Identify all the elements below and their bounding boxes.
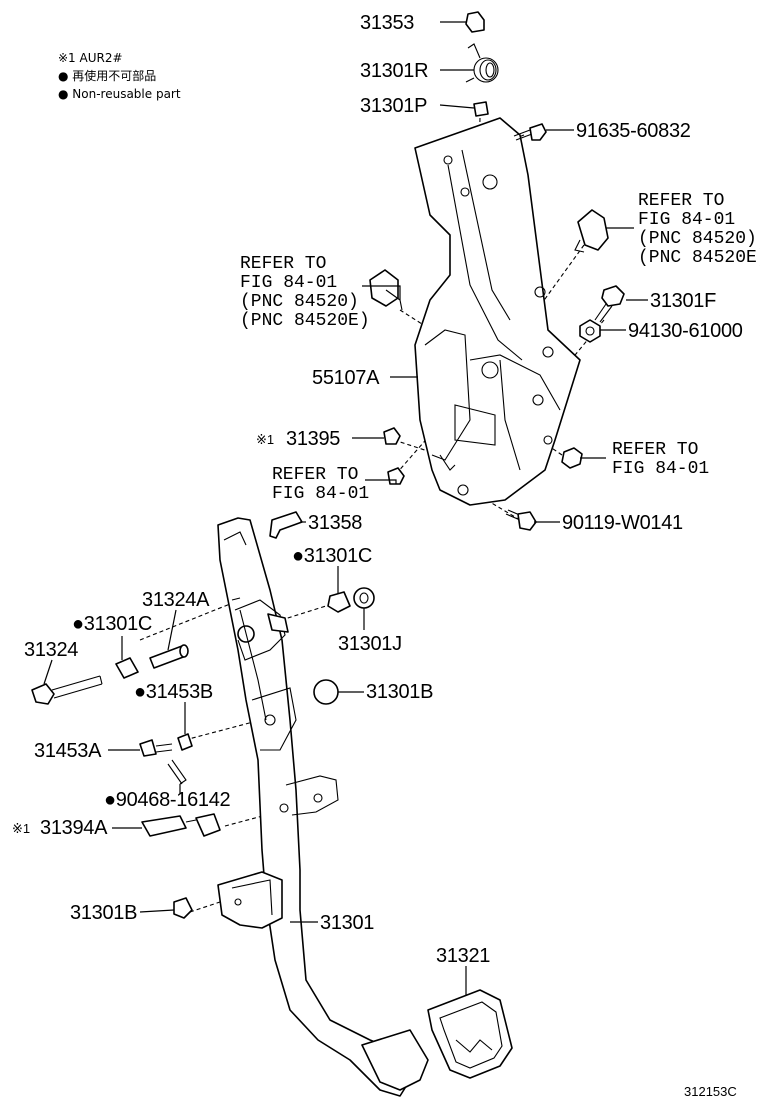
nut-right (561, 447, 583, 469)
label-refer-right-2: FIG 84-01 (638, 210, 735, 230)
figure-code: 312153C (684, 1084, 737, 1099)
label-31301F: 31301F (650, 290, 716, 312)
label-31358: 31358 (308, 512, 362, 534)
label-refer-r2-2: FIG 84-01 (612, 459, 709, 479)
clip-31353 (465, 11, 485, 33)
label-refer-right-3: (PNC 84520) (638, 229, 757, 249)
label-31301J: 31301J (338, 633, 402, 655)
leader-lines (43, 21, 648, 996)
label-31301P: 31301P (360, 95, 427, 117)
bolt-91635 (513, 123, 547, 141)
legend-non-reusable-en: ● Non-reusable part (58, 87, 181, 101)
cushion-31394A (141, 813, 221, 837)
label-55107A: 55107A (312, 367, 380, 389)
label-refer-left-1: REFER TO (240, 254, 326, 274)
label-31453B: ●31453B (134, 681, 213, 703)
label-31395-mark: ※1 (256, 432, 274, 447)
bushing-31301J (353, 587, 375, 609)
clip-31358 (269, 511, 303, 539)
label-31394A: 31394A (40, 817, 108, 839)
label-31301C-left: ●31301C (72, 613, 152, 635)
legend-note: ※1 AUR2# (58, 51, 123, 65)
part-labels: 31353 31301R 31301P 91635-60832 REFER TO… (12, 12, 760, 967)
label-31324A: 31324A (142, 589, 210, 611)
legend-non-reusable-jp: ● 再使用不可部品 (58, 68, 156, 83)
bracket-55107A (414, 117, 581, 506)
label-31395: 31395 (286, 428, 340, 450)
label-94130-61000: 94130-61000 (628, 320, 743, 342)
label-90468-16142: ●90468-16142 (104, 789, 231, 811)
collar-31324A (149, 644, 189, 669)
label-refer-l2-2: FIG 84-01 (272, 484, 369, 504)
bolt-90119 (505, 509, 537, 531)
stopper-31301B-bottom (173, 897, 193, 919)
label-31353: 31353 (360, 12, 414, 34)
spring-31301R (465, 43, 499, 83)
bushing-31301C-top (327, 591, 351, 613)
label-31301B-top: 31301B (366, 681, 433, 703)
nut-94130 (579, 319, 601, 343)
label-refer-r2-1: REFER TO (612, 440, 698, 460)
bushing-31301P (473, 101, 489, 117)
stopper-31301B-top (313, 679, 339, 705)
bolt-31301F (594, 285, 625, 323)
switch-right (574, 209, 609, 253)
label-refer-left-4: (PNC 84520E) (240, 311, 370, 331)
label-refer-left-2: FIG 84-01 (240, 273, 337, 293)
label-refer-right-4: (PNC 84520E) (638, 248, 760, 268)
label-refer-left-3: (PNC 84520) (240, 292, 359, 312)
clip-90468 (167, 759, 187, 785)
label-31301R: 31301R (360, 60, 428, 82)
nut-31395 (383, 427, 401, 445)
bolt-31324 (31, 675, 103, 705)
pedal-31301 (217, 517, 429, 1097)
legend: ※1 AUR2# ● 再使用不可部品 ● Non-reusable part (58, 51, 181, 101)
pedal-pad-31321 (427, 989, 513, 1079)
bushing-31301C-left (115, 657, 139, 679)
label-31301C-top: ●31301C (292, 545, 372, 567)
label-90119-W0141: 90119-W0141 (562, 512, 683, 534)
label-31321: 31321 (436, 945, 490, 967)
label-31301: 31301 (320, 912, 374, 934)
label-31301B-bottom: 31301B (70, 902, 137, 924)
label-31394A-mark: ※1 (12, 821, 30, 836)
pin-31453A (139, 739, 173, 757)
bushing-31453B (177, 733, 193, 751)
label-31453A: 31453A (34, 740, 102, 762)
label-refer-right-1: REFER TO (638, 191, 724, 211)
label-31324: 31324 (24, 639, 78, 661)
label-refer-l2-1: REFER TO (272, 465, 358, 485)
switch-left (369, 269, 403, 311)
label-91635-60832: 91635-60832 (576, 120, 691, 142)
